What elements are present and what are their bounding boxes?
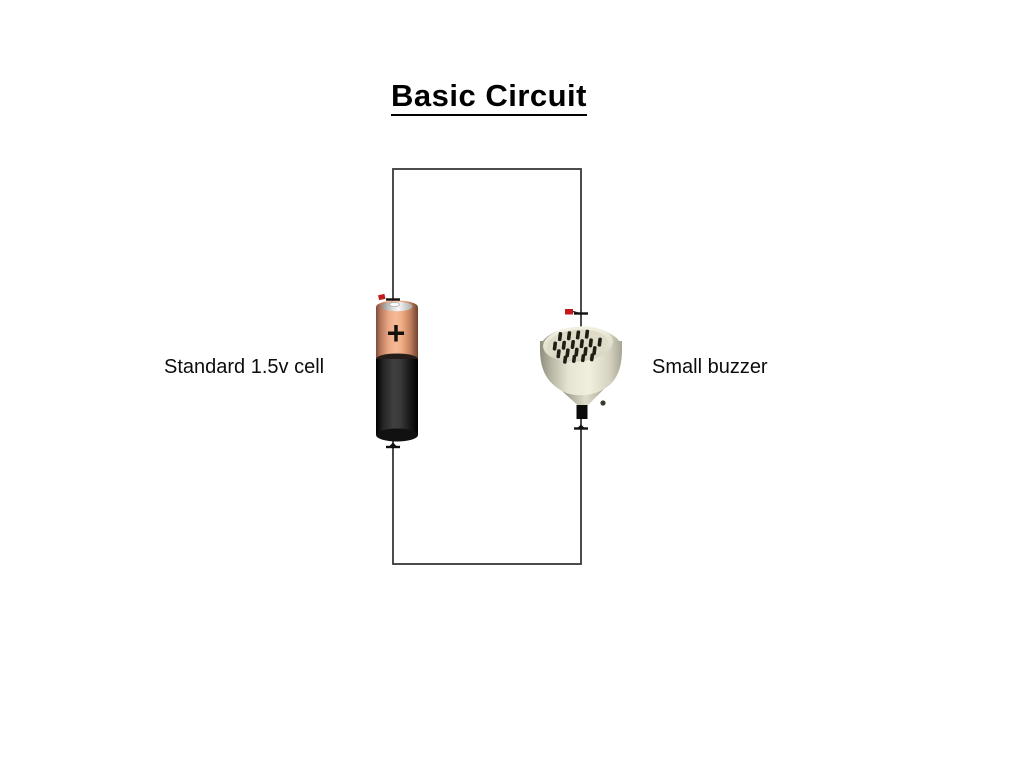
buzzer-red-mark xyxy=(565,309,573,315)
wire-ticks xyxy=(386,298,588,449)
page-title-text: Basic Circuit xyxy=(390,78,587,116)
buzzer-bottom-arrow xyxy=(577,424,585,429)
page-title: Basic Circuit xyxy=(329,78,649,116)
battery-bottom-arrow xyxy=(388,442,398,447)
buzzer-mount-hole xyxy=(600,400,606,406)
buzzer-red-mark-lead xyxy=(572,310,579,314)
battery-bottom-cap xyxy=(376,428,418,442)
battery-terminal-nub xyxy=(389,301,400,307)
buzzer-vent-slots xyxy=(552,329,602,364)
battery-body-top xyxy=(376,307,418,359)
buzzer-lid xyxy=(543,326,613,364)
buzzer-label: Small buzzer xyxy=(652,356,768,378)
buzzer-cone-shadow xyxy=(562,389,604,410)
buzzer xyxy=(540,326,622,419)
battery-plus-sign: + xyxy=(387,315,406,351)
buzzer-terminal-block xyxy=(576,405,588,419)
battery-red-mark xyxy=(378,293,386,301)
red-terminal-marks xyxy=(378,293,573,315)
battery-body-bottom xyxy=(376,359,418,435)
battery-cell: + xyxy=(376,300,418,442)
battery-label: Standard 1.5v cell xyxy=(164,356,325,378)
